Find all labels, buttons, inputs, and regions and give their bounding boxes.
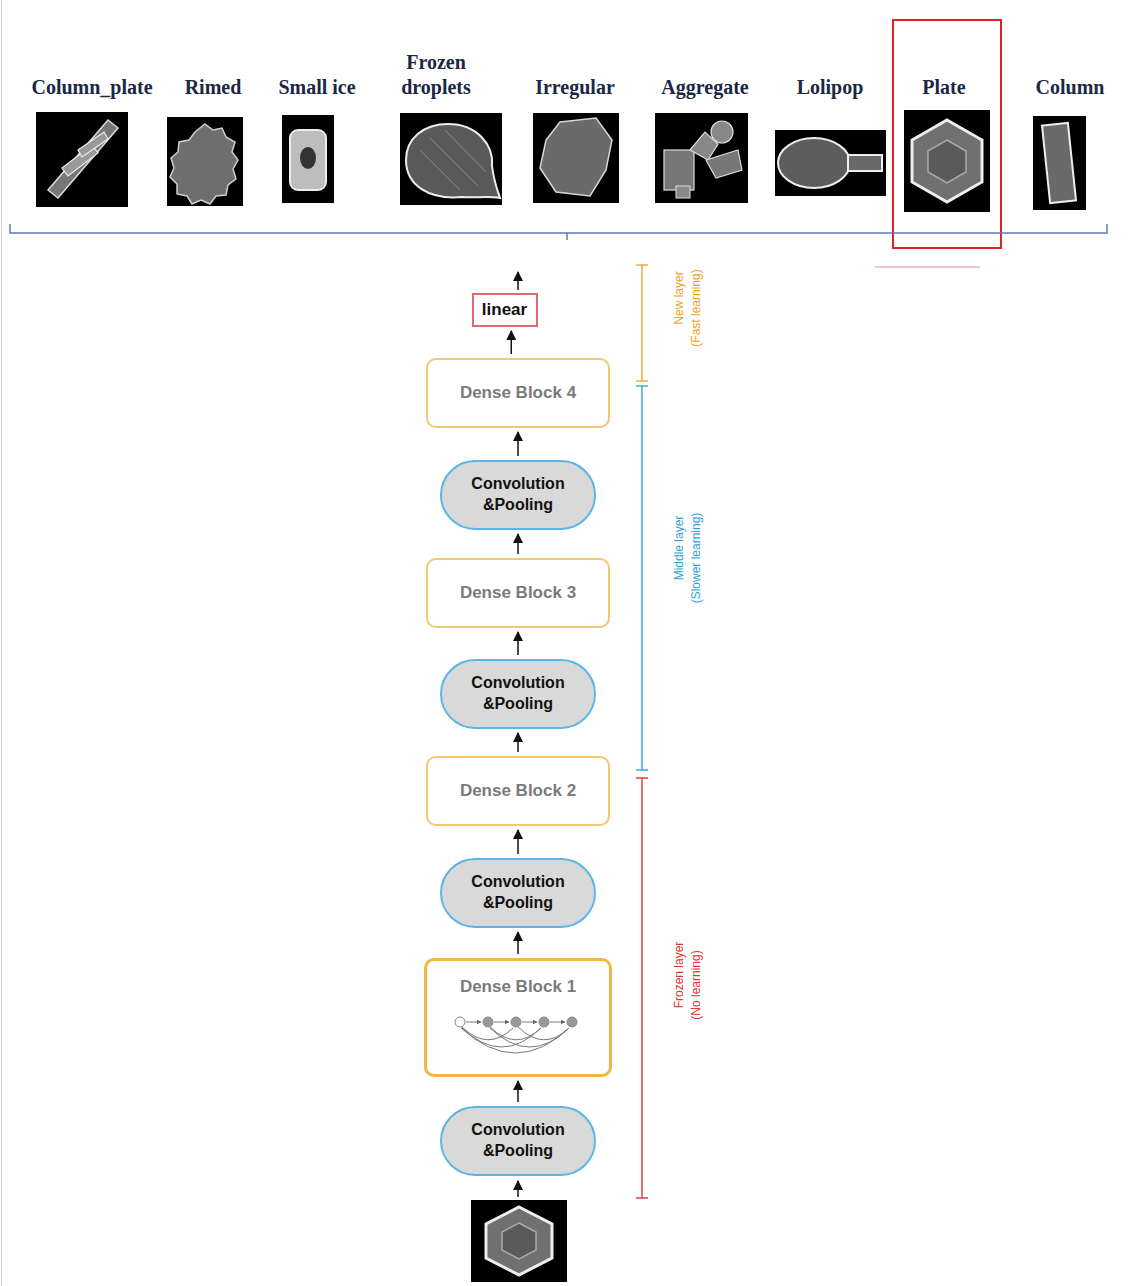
- flow-arrow: [517, 632, 519, 655]
- class-name: Plate: [922, 75, 965, 100]
- class-name: Aggregate: [661, 75, 748, 100]
- frozen-layer-bracket: [636, 778, 648, 1198]
- dense-block-box: Dense Block 4: [426, 358, 610, 428]
- flow-arrow: [517, 830, 519, 854]
- flow-arrow: [517, 932, 519, 954]
- class-name: Irregular: [535, 75, 615, 100]
- layer-name: Convolution &Pooling: [442, 673, 594, 715]
- dense-block-box: Dense Block 2: [426, 756, 610, 826]
- dense-block-box: Dense Block 3: [426, 558, 610, 628]
- conv-pool-box: Convolution &Pooling: [440, 858, 596, 928]
- layer-name: Convolution &Pooling: [442, 1120, 594, 1162]
- flow-arrow: [517, 733, 519, 752]
- layer-name: Dense Block 3: [460, 583, 576, 603]
- column-thumb: [1033, 116, 1086, 210]
- flow-arrow: [517, 534, 519, 554]
- column-plate-thumb: [36, 112, 128, 207]
- conv-pool-box: Convolution &Pooling: [440, 659, 596, 729]
- input-image: [471, 1200, 567, 1282]
- layer-group-label: (Slower learning): [689, 513, 703, 604]
- flow-arrow: [517, 1081, 519, 1102]
- conv-pool-box: Convolution &Pooling: [440, 460, 596, 530]
- layer-group-label: Middle layer: [672, 516, 686, 581]
- layer-name: Convolution &Pooling: [442, 474, 594, 516]
- highlight-box: [893, 20, 1001, 248]
- class-name: Frozen droplets: [386, 50, 486, 100]
- layer-group-label: New layer: [672, 271, 686, 324]
- layer-group-label: (Fast learning): [689, 269, 703, 346]
- layer-name: Dense Block 4: [460, 383, 576, 403]
- flow-arrow: [517, 432, 519, 456]
- dense-connectivity-graph: [455, 1017, 577, 1053]
- layer-name: Convolution &Pooling: [442, 872, 594, 914]
- dense-block-box: Dense Block 1: [424, 958, 612, 1077]
- layer-group-label: Frozen layer: [672, 942, 686, 1009]
- class-name: Lolipop: [797, 75, 864, 100]
- flow-arrow: [511, 331, 513, 354]
- input-arrow: [517, 1181, 519, 1197]
- class-name: Column_plate: [31, 75, 152, 100]
- frozen-droplet-thumb: [400, 113, 502, 205]
- class-name: Small ice: [278, 75, 355, 100]
- layer-name: Dense Block 2: [460, 781, 576, 801]
- class-bracket: [10, 224, 1107, 240]
- output-arrow: [517, 272, 519, 290]
- conv-pool-box: Convolution &Pooling: [440, 1106, 596, 1176]
- layer-name: Dense Block 1: [460, 977, 576, 997]
- class-name: Column: [1036, 75, 1105, 100]
- layer-group-label: (No learning): [689, 950, 703, 1019]
- lolipop-thumb: [775, 130, 886, 196]
- faint-underline: [875, 266, 980, 268]
- aggregate-thumb: [655, 113, 748, 203]
- layer-name: linear: [482, 300, 527, 320]
- small-ice-thumb: [282, 115, 334, 203]
- new-layer-bracket: [636, 265, 648, 381]
- class-name: Rimed: [185, 75, 242, 100]
- plate-thumb: [904, 110, 990, 212]
- rimed-thumb: [167, 117, 243, 206]
- middle-layer-bracket: [636, 386, 648, 770]
- page-edge: [1, 0, 2, 1286]
- linear-layer-box: linear: [472, 293, 538, 327]
- irregular-thumb: [533, 113, 619, 203]
